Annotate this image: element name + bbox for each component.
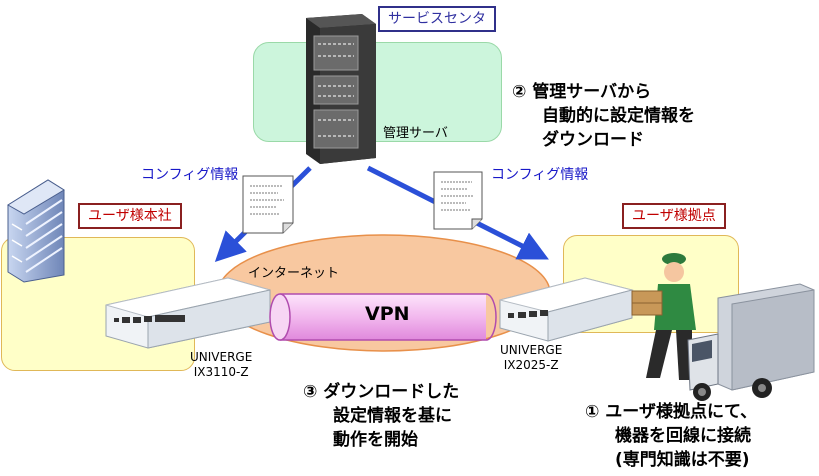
document-icon-right (433, 171, 483, 230)
step3-description: ③ ダウンロードした 設定情報を基に 動作を開始 (303, 380, 459, 452)
service-center-zone (253, 42, 502, 142)
config-info-label-left: コンフィグ情報 (141, 167, 239, 183)
device-label-ix2025-line1: UNIVERGE (500, 343, 563, 357)
internet-label: インターネット (248, 266, 340, 281)
router-ix2025-icon (499, 277, 634, 342)
building-icon (7, 179, 65, 283)
device-label-ix3110-line2: IX3110-Z (193, 365, 249, 379)
management-server-label: 管理サーバ (383, 126, 448, 141)
step2-line3: ダウンロード (542, 130, 644, 150)
config-info-label-right: コンフィグ情報 (491, 167, 589, 183)
step1-line2: 機器を回線に接続 (615, 426, 751, 446)
device-label-ix3110-line1: UNIVERGE (190, 350, 253, 364)
service-center-label: サービスセンタ (378, 6, 496, 32)
step2-description: ② 管理サーバから 自動的に設定情報を ダウンロード (512, 80, 695, 152)
router-ix3110-icon (105, 277, 271, 349)
step1-description: ① ユーザ様拠点にて、 機器を回線に接続 (専門知識は不要) (585, 400, 757, 472)
step3-line1: ③ ダウンロードした (303, 382, 460, 402)
vpn-label: VPN (365, 303, 410, 325)
vpn-tunnel (269, 293, 497, 341)
step3-line3: 動作を開始 (333, 430, 418, 450)
delivery-person-icon (631, 253, 696, 380)
truck-icon (687, 283, 815, 401)
device-label-ix2025-line2: IX2025-Z (503, 358, 559, 372)
step1-line3: (専門知識は不要) (615, 450, 750, 470)
step3-line2: 設定情報を基に (333, 406, 452, 426)
step2-line2: 自動的に設定情報を (542, 106, 695, 126)
device-label-ix2025: UNIVERGE IX2025-Z (500, 343, 562, 373)
document-icon-left (242, 175, 294, 234)
device-label-ix3110: UNIVERGE IX3110-Z (190, 350, 252, 380)
server-rack-icon (306, 14, 376, 164)
step2-line1: ② 管理サーバから (512, 82, 652, 102)
branch-label: ユーザ様拠点 (622, 203, 726, 229)
hq-label: ユーザ様本社 (78, 203, 182, 229)
step1-line1: ① ユーザ様拠点にて、 (585, 402, 758, 422)
